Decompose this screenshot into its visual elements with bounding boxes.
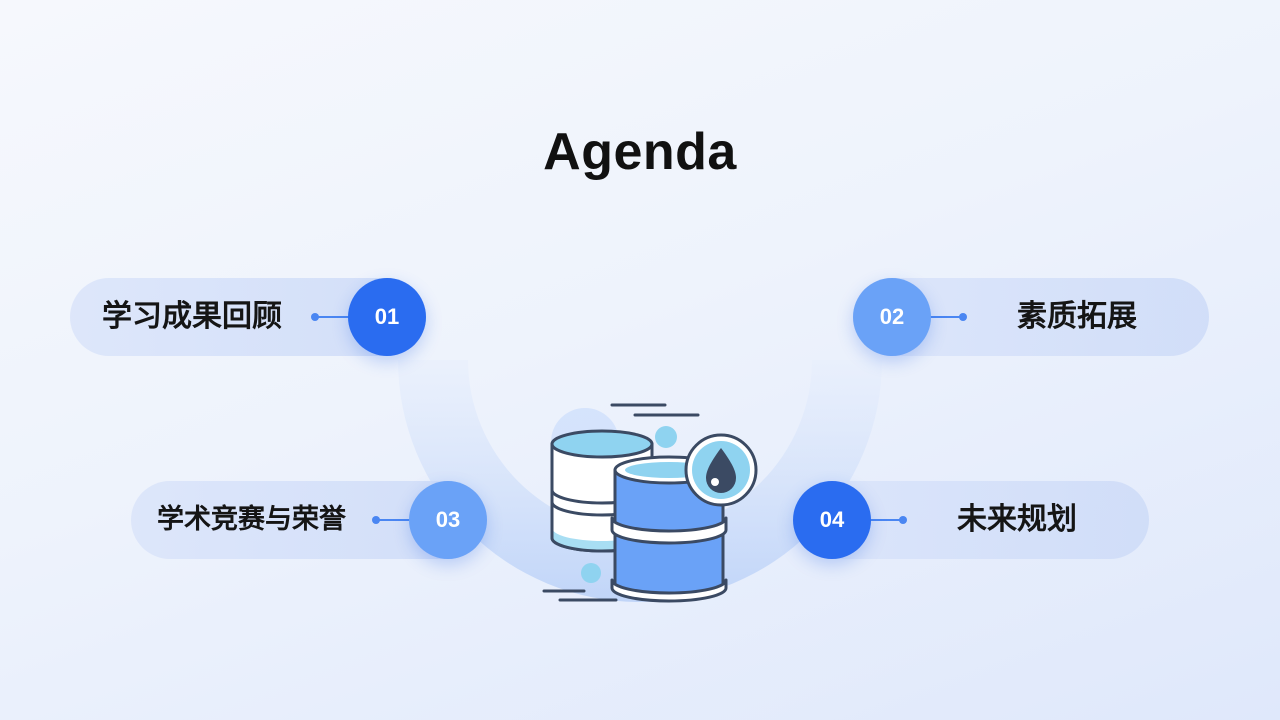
agenda-item-1-label: 学习成果回顾 [102, 299, 282, 334]
agenda-item-4-label: 未来规划 [957, 502, 1077, 537]
agenda-number-4: 04 [793, 481, 871, 559]
agenda-item-2-label: 素质拓展 [1017, 299, 1137, 334]
agenda-number-1: 01 [348, 278, 426, 356]
connector-line [315, 316, 355, 318]
connector-line [865, 519, 903, 521]
connector-line [925, 316, 963, 318]
connector-dot [899, 516, 907, 524]
agenda-number-2: 02 [853, 278, 931, 356]
oil-drop-icon [684, 433, 758, 507]
database-barrels-icon [542, 403, 758, 603]
agenda-number-3: 03 [409, 481, 487, 559]
connector-dot [959, 313, 967, 321]
connector-line [376, 519, 416, 521]
agenda-item-3-label: 学术竞赛与荣誉 [157, 504, 346, 535]
page-title: Agenda [543, 123, 737, 181]
